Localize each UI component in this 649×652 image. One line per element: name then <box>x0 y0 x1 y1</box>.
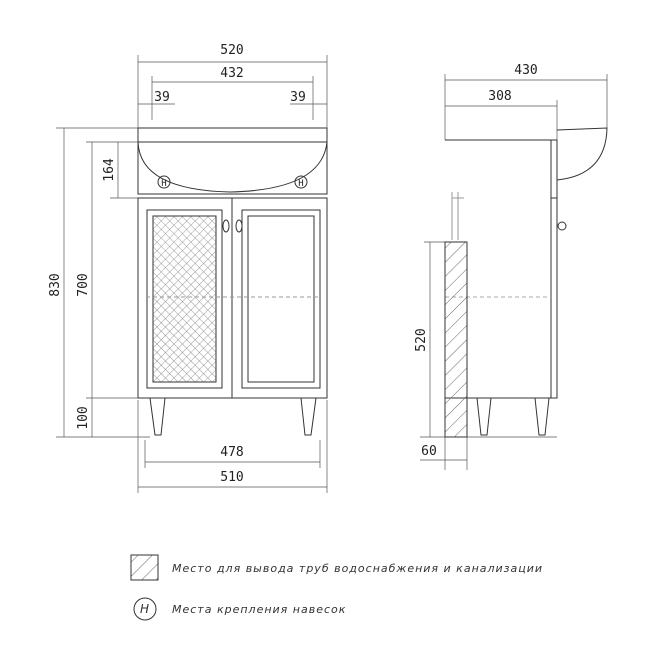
legend-mount-label: Места крепления навесок <box>172 603 346 616</box>
legend-mount-symbol <box>133 597 157 621</box>
legend-hatch-label: Место для вывода труб водоснабжения и ка… <box>172 562 543 575</box>
mount-mark-left: H <box>161 179 166 189</box>
dim-height-top: 164 <box>102 158 117 182</box>
legend-mount-letter: H <box>140 602 150 616</box>
dim-depth-body: 308 <box>488 89 511 104</box>
dim-height-pipes: 520 <box>414 328 429 351</box>
legend-hatch-swatch <box>130 554 159 581</box>
dim-height-legs: 100 <box>76 406 91 429</box>
dim-offset-right: 39 <box>290 90 306 105</box>
dim-width-inner: 432 <box>220 66 243 81</box>
dim-wall-offset: 60 <box>421 444 437 459</box>
dim-height-total: 830 <box>48 273 63 296</box>
side-view <box>420 74 608 470</box>
mount-mark-right: H <box>298 179 303 189</box>
dim-depth-total: 430 <box>514 63 537 78</box>
dim-width-bottom: 510 <box>220 470 243 485</box>
legend: Место для вывода труб водоснабжения и ка… <box>130 554 543 621</box>
front-view <box>56 55 328 493</box>
dim-width-top: 520 <box>220 43 243 58</box>
dim-offset-left: 39 <box>154 90 170 105</box>
dim-width-inner-bottom: 478 <box>220 445 243 460</box>
dim-height-body: 700 <box>76 273 91 296</box>
